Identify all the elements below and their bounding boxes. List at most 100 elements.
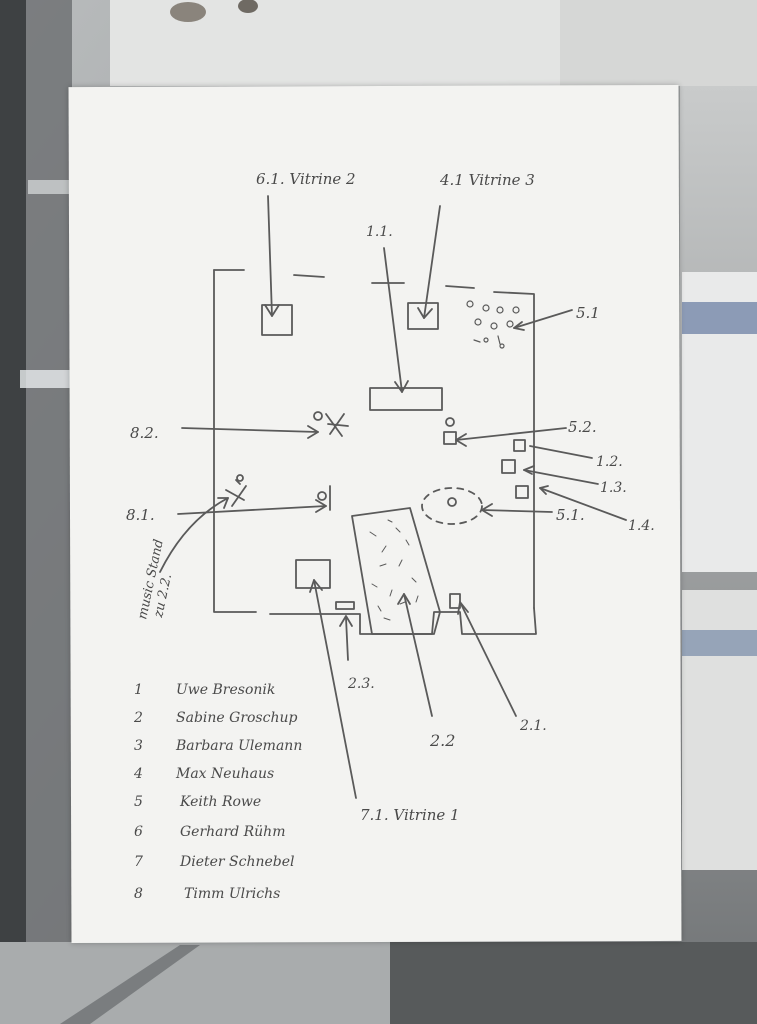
room-wall-top-b <box>293 274 325 278</box>
arrow-2-2 <box>403 593 433 717</box>
arrowhead <box>315 499 327 513</box>
label-vitrine-2: 6.1. Vitrine 2 <box>256 170 356 188</box>
legend-name: Timm Ulrichs <box>184 886 280 902</box>
vitrine-1-box <box>295 559 331 589</box>
circle-8-2 <box>313 411 323 421</box>
arrowhead <box>457 601 469 615</box>
label-8-2: 8.2. <box>130 424 159 442</box>
artist-legend: 1 Uwe Bresonik 2 Sabine Groschup 3 Barba… <box>133 682 302 902</box>
legend-name: Gerhard Rühm <box>180 824 285 840</box>
object-5-2 <box>443 431 457 445</box>
stone-object <box>238 0 258 13</box>
object-1-3 <box>501 459 516 474</box>
legend-name: Barbara Ulemann <box>175 738 302 754</box>
arrow-1-1 <box>383 247 403 393</box>
circle-5-2 <box>445 417 455 427</box>
arrow-5-2 <box>455 427 567 441</box>
legend-name: Uwe Bresonik <box>176 682 275 698</box>
vitrine-3-box <box>407 302 439 330</box>
object-2-3 <box>335 601 355 610</box>
room-wall-left <box>213 269 257 613</box>
legend-number: 2 <box>133 710 143 726</box>
label-8-1: 8.1. <box>126 506 155 524</box>
label-5-1-top: 5.1 <box>576 304 600 322</box>
object-1-4 <box>515 485 529 499</box>
arrow-music-stand <box>159 497 229 573</box>
legend-name: Max Neuhaus <box>175 766 274 782</box>
label-2-3: 2.3. <box>347 676 375 692</box>
left-shadow <box>26 0 72 1024</box>
legend-name: Dieter Schnebel <box>179 854 295 870</box>
arrowhead <box>339 615 353 627</box>
right-document-2 <box>682 590 757 870</box>
arrowhead <box>481 503 493 517</box>
bottom-dark-area <box>390 942 757 1024</box>
arrow-8-1 <box>177 505 327 515</box>
arrowhead <box>394 380 409 393</box>
music-stand-object <box>225 479 247 507</box>
right-document-header-2 <box>682 630 757 656</box>
label-1-3: 1.3. <box>600 480 627 496</box>
scribbles-2-2 <box>369 519 419 621</box>
arrowhead <box>264 304 280 317</box>
object-blur <box>28 180 70 194</box>
arrow-5-1-top <box>513 309 573 329</box>
arrowhead <box>307 425 319 439</box>
arrowhead <box>397 593 411 605</box>
legend-number: 3 <box>134 738 143 754</box>
label-5-1-mid: 5.1. <box>556 506 585 524</box>
arrow-1-4 <box>539 487 627 521</box>
cluster-5-1-mid <box>421 487 483 525</box>
legend-number: 7 <box>134 854 143 870</box>
legend-number: 6 <box>134 824 143 840</box>
arrowhead <box>513 321 525 331</box>
circle-5-1-mid <box>447 497 457 507</box>
object-1-2 <box>513 439 526 452</box>
label-1-4: 1.4. <box>628 518 655 534</box>
light-fixture <box>20 370 70 388</box>
left-frame <box>0 0 26 1024</box>
arrowhead <box>309 579 323 593</box>
arrow-5-1-mid <box>481 509 553 513</box>
label-vitrine-1: 7.1. Vitrine 1 <box>360 806 460 824</box>
room-wall-bottom <box>269 607 537 635</box>
room-wall-top-d <box>445 285 475 289</box>
circle-8-1 <box>317 491 327 501</box>
label-1-2: 1.2. <box>596 454 623 470</box>
label-2-1: 2.1. <box>519 718 547 734</box>
object-8-2 <box>325 413 349 437</box>
arrow-1-3 <box>523 469 599 485</box>
arrow-2-3 <box>345 617 349 661</box>
legend-number: 1 <box>134 682 143 698</box>
object-1-1 <box>369 387 443 411</box>
legend-number: 8 <box>134 886 143 902</box>
arrowhead <box>217 497 229 509</box>
top-paper-behind-right <box>560 0 757 86</box>
legend-number: 5 <box>134 794 143 810</box>
legend-number: 4 <box>133 766 143 782</box>
object-2-1 <box>449 593 461 609</box>
rail-edge <box>60 945 200 1024</box>
arrowhead <box>417 307 433 319</box>
arrow-2-1 <box>459 601 517 717</box>
arrow-vitrine-1 <box>313 579 357 799</box>
arrow-vitrine-2 <box>267 195 273 317</box>
music-stand-circle <box>236 474 244 482</box>
arrow-1-2 <box>529 445 593 459</box>
stone-object <box>170 2 206 22</box>
label-vitrine-3: 4.1 Vitrine 3 <box>439 171 535 189</box>
right-document-header <box>682 302 757 334</box>
arrowhead <box>523 465 535 475</box>
arrow-8-2 <box>181 427 319 433</box>
label-2-2: 2.2 <box>429 731 455 750</box>
legend-name: Keith Rowe <box>179 794 261 810</box>
room-wall-right <box>493 291 535 609</box>
arrow-vitrine-3 <box>423 205 441 319</box>
vitrine-2-box <box>261 304 293 336</box>
cluster-5-1-top <box>466 300 520 349</box>
area-2-2 <box>351 507 441 635</box>
label-1-1: 1.1. <box>366 224 393 240</box>
label-5-2: 5.2. <box>568 418 597 436</box>
legend-name: Sabine Groschup <box>176 710 297 726</box>
